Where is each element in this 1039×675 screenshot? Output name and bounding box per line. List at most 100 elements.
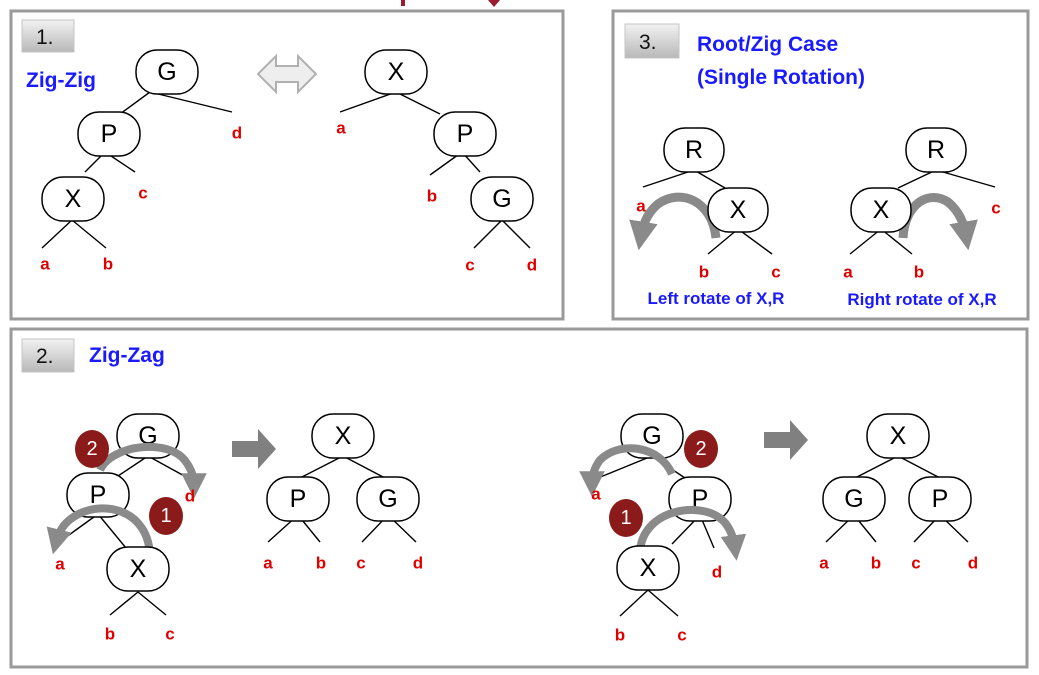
leaf-label: a bbox=[843, 263, 853, 282]
leaf-label: a bbox=[263, 554, 273, 573]
panel-zigzig-frame bbox=[9, 9, 565, 321]
node-label: X bbox=[335, 422, 352, 450]
node-label: P bbox=[932, 485, 949, 513]
panel-zigzig-number: 1. bbox=[36, 26, 54, 49]
node-label: R bbox=[685, 136, 703, 164]
leaf-label: b bbox=[615, 626, 625, 645]
leaf-label: a bbox=[636, 197, 646, 216]
leaf-label: a bbox=[591, 485, 601, 504]
leaf-label: c bbox=[356, 554, 365, 573]
node-label: P bbox=[290, 485, 307, 513]
leaf-label: d bbox=[527, 256, 537, 275]
panel-rootzig-number: 3. bbox=[639, 31, 657, 54]
rotation-arrow-icon bbox=[96, 442, 207, 499]
node-label: X bbox=[873, 196, 890, 224]
zigzag-right-after-tree: X G P a b c d bbox=[819, 413, 978, 573]
node-label: P bbox=[90, 481, 107, 509]
leaf-label: b bbox=[699, 263, 709, 282]
leaf-label: c bbox=[138, 184, 147, 203]
step-number: 1 bbox=[620, 507, 631, 529]
node-label: G bbox=[492, 185, 511, 213]
tree-node bbox=[707, 187, 769, 233]
right-arrow-icon bbox=[232, 429, 276, 469]
banner-fragment bbox=[401, 0, 500, 7]
node-label: R bbox=[927, 136, 945, 164]
node-label: P bbox=[101, 120, 118, 148]
leaf-label: a bbox=[819, 554, 829, 573]
tree-node bbox=[470, 176, 534, 222]
leaf-label: c bbox=[991, 199, 1000, 218]
node-label: X bbox=[130, 555, 147, 583]
tree-node bbox=[364, 49, 428, 95]
rootzig-left-caption: Left rotate of X,R bbox=[648, 289, 785, 308]
panel-zigzag: 2. Zig-Zag G P X d a b c 2 1 bbox=[9, 327, 1029, 669]
tree-node bbox=[77, 111, 141, 157]
step-number: 2 bbox=[86, 438, 97, 460]
node-label: X bbox=[65, 185, 82, 213]
tree-node bbox=[433, 111, 497, 157]
tree-node bbox=[905, 127, 967, 173]
leaf-label: d bbox=[712, 563, 722, 582]
rootzig-right-tree: R X c a b Right rotate of X,R bbox=[843, 127, 1001, 309]
zigzig-after-tree: X P G a b c d bbox=[336, 49, 537, 275]
tree-node bbox=[41, 176, 105, 222]
step-number: 1 bbox=[160, 505, 171, 527]
tree-node bbox=[866, 413, 930, 459]
zigzig-before-tree: G P X d c a b bbox=[40, 49, 242, 274]
leaf-label: b bbox=[103, 255, 113, 274]
leaf-label: d bbox=[232, 124, 242, 143]
node-label: X bbox=[730, 196, 747, 224]
node-label: G bbox=[378, 485, 397, 513]
leaf-label: a bbox=[55, 555, 65, 574]
leaf-label: c bbox=[465, 256, 474, 275]
tree-node bbox=[135, 49, 199, 95]
leaf-label: b bbox=[871, 554, 881, 573]
panel-zigzag-number: 2. bbox=[36, 345, 54, 368]
leaf-label: c bbox=[165, 625, 174, 644]
zigzag-left-after-tree: X P G a b c d bbox=[263, 413, 423, 573]
tree-node bbox=[850, 187, 912, 233]
rootzig-right-caption: Right rotate of X,R bbox=[847, 290, 996, 309]
leaf-label: c bbox=[911, 554, 920, 573]
tree-node bbox=[311, 413, 375, 459]
step-number: 2 bbox=[695, 438, 706, 460]
panel-zigzig-number-tab bbox=[21, 19, 75, 53]
step-badge bbox=[75, 430, 109, 468]
panel-zigzig: 1. Zig-Zig G P X d c a b bbox=[9, 9, 565, 321]
leaf-label: d bbox=[185, 487, 195, 506]
node-label: G bbox=[157, 58, 176, 86]
step-badge bbox=[149, 497, 183, 535]
panel-rootzig-number-tab bbox=[624, 23, 680, 59]
tree-node bbox=[266, 476, 330, 522]
tree-node bbox=[822, 476, 886, 522]
leaf-label: d bbox=[413, 554, 423, 573]
panel-zigzag-title: Zig-Zag bbox=[89, 344, 165, 367]
tree-node bbox=[616, 545, 680, 591]
leaf-label: b bbox=[427, 187, 437, 206]
leaf-label: a bbox=[40, 255, 50, 274]
rotation-arrow-icon bbox=[46, 504, 154, 559]
tree-node bbox=[356, 476, 420, 522]
rotation-arrow-icon bbox=[579, 444, 676, 497]
leaf-label: b bbox=[316, 554, 326, 573]
leaf-label: c bbox=[771, 263, 780, 282]
node-label: G bbox=[844, 485, 863, 513]
step-badge bbox=[609, 499, 643, 537]
tree-node bbox=[106, 546, 170, 592]
panel-rootzig-title-line1: Root/Zig Case bbox=[697, 33, 838, 56]
leaf-label: b bbox=[105, 625, 115, 644]
tree-node bbox=[908, 476, 972, 522]
panel-zigzag-number-tab bbox=[21, 338, 75, 373]
panel-rootzig: 3. Root/Zig Case (Single Rotation) R X a… bbox=[611, 9, 1030, 321]
node-label: X bbox=[890, 422, 907, 450]
banner-area bbox=[400, 0, 540, 8]
leaf-label: c bbox=[677, 626, 686, 645]
node-label: X bbox=[388, 58, 405, 86]
node-label: X bbox=[640, 554, 657, 582]
right-arrow-icon bbox=[764, 420, 808, 460]
rotation-arrow-icon bbox=[636, 505, 747, 561]
double-arrow-icon bbox=[256, 53, 318, 95]
node-label: P bbox=[457, 120, 474, 148]
leaf-label: a bbox=[336, 119, 346, 138]
